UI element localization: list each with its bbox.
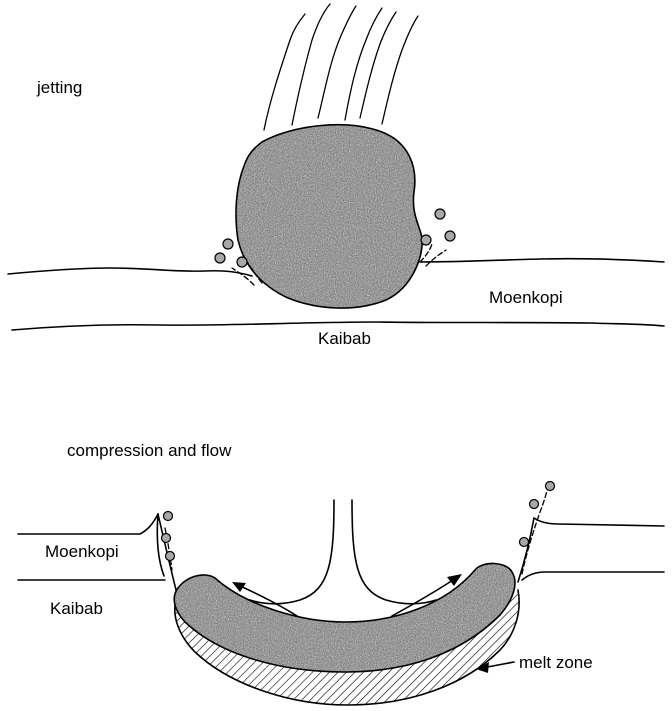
right-surface: [534, 518, 664, 526]
jet-right: [420, 209, 455, 266]
compression-panel: compression and flow: [18, 441, 664, 710]
jetting-title: jetting: [36, 78, 82, 97]
right-contact: [522, 572, 664, 580]
right-crater-wall: [518, 518, 534, 582]
moenkopi-top-surface-right: [420, 259, 664, 262]
kaibab-label-bottom: Kaibab: [50, 599, 103, 618]
moenkopi-label-top: Moenkopi: [489, 288, 563, 307]
jetting-panel: jetting: [8, 4, 664, 348]
melt-zone-label: melt zone: [519, 653, 593, 672]
kaibab-label-top: Kaibab: [318, 329, 371, 348]
left-surface: [18, 514, 158, 534]
impactor: [230, 115, 430, 315]
motion-streaks: [264, 4, 418, 130]
moenkopi-top-surface-left: [8, 268, 252, 276]
central-jet: [250, 500, 436, 604]
moenkopi-label-bottom: Moenkopi: [45, 542, 119, 561]
jet-bottom-left: [162, 512, 175, 571]
compression-title: compression and flow: [67, 441, 232, 460]
